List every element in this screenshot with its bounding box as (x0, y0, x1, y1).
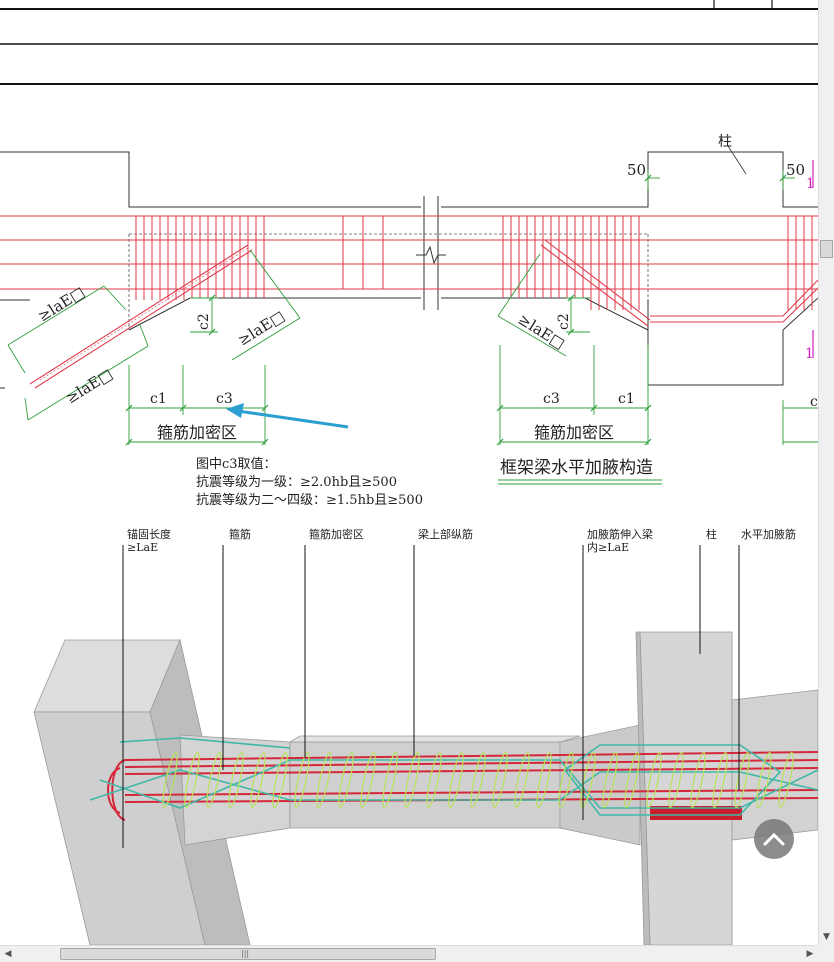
callout-stirrup-zone: 箍筋加密区 (309, 527, 364, 541)
iso-stirrup (404, 751, 420, 809)
horizontal-scroll-thumb[interactable]: ||| (60, 948, 436, 960)
plan-longitudinal-rebars (0, 215, 818, 389)
iso-callout-labels: 锚固长度 ≥LaE 箍筋 箍筋加密区 梁上部纵筋 加腋筋伸入梁 内≥LaE 柱 … (127, 527, 796, 554)
iso-stirrup (690, 751, 706, 809)
dim-50-right: 50 (786, 161, 805, 179)
scroll-left-arrow-icon[interactable]: ◀ (4, 949, 12, 959)
anchor-label-center-left: ≥laE□ (235, 307, 288, 350)
drawing-viewport: 50 50 柱 1 1 c1 c3 c3 c1 c c2 c2 ≥laE□ ≥l… (0, 0, 818, 945)
iso-stirrup (294, 751, 310, 809)
zone-label-left: 箍筋加密区 (157, 423, 237, 442)
plan-dimension-lines (7, 170, 818, 445)
callout-stirrup: 箍筋 (229, 527, 251, 541)
dimension-ticks (125, 174, 787, 446)
dim-50-left: 50 (627, 161, 646, 179)
dim-c1-left: c1 (150, 391, 167, 407)
iso-stirrup (514, 751, 530, 809)
callout-column: 柱 (706, 527, 717, 541)
scroll-right-arrow-icon[interactable]: ▶ (806, 949, 814, 959)
iso-stirrup (338, 751, 354, 809)
iso-stirrup (162, 751, 178, 809)
iso-stirrup (316, 751, 332, 809)
column-label: 柱 (718, 134, 732, 150)
iso-callout-leaders (122, 545, 740, 848)
iso-stirrup (492, 751, 508, 809)
break-symbol (416, 245, 446, 265)
plan-labels: 50 50 柱 1 1 c1 c3 c3 c1 c c2 c2 ≥laE□ ≥l… (35, 134, 818, 508)
iso-stirrup (558, 751, 574, 809)
annotation-arrow (226, 403, 349, 429)
anchor-label-left-lower: ≥laE□ (63, 365, 116, 408)
iso-stirrup (668, 751, 684, 809)
iso-stirrup (250, 751, 266, 809)
dim-c1-right: c1 (618, 391, 635, 407)
detail-title: 框架梁水平加腋构造 (500, 458, 653, 478)
callout-anchorage-length-value: ≥LaE (127, 541, 158, 554)
iso-stirrup (624, 751, 640, 809)
dim-c2-right: c2 (556, 313, 572, 330)
callout-haunch-into-beam-value: 内≥LaE (587, 540, 629, 554)
dim-c-far: c (810, 394, 818, 410)
column-leader (727, 145, 747, 175)
zone-label-right: 箍筋加密区 (534, 423, 614, 442)
dim-c3-left: c3 (216, 391, 233, 407)
plan-stirrups (135, 216, 813, 310)
iso-stirrup (426, 751, 442, 809)
note-line-3: 抗震等级为二～四级：≥1.5hb且≥500 (196, 492, 423, 508)
callout-horizontal-haunch: 水平加腋筋 (741, 527, 796, 541)
iso-stirrup (734, 751, 750, 809)
iso-stirrup (580, 751, 596, 809)
callout-haunch-into-beam: 加腋筋伸入梁 (587, 527, 653, 541)
scrollbar-corner (818, 945, 834, 962)
iso-stirrup (646, 751, 662, 809)
iso-stirrup (184, 751, 200, 809)
note-line-1: 图中c3取值： (196, 456, 277, 472)
iso-stirrup (272, 751, 288, 809)
iso-stirrups (162, 751, 794, 809)
plan-concrete-outline (0, 151, 818, 389)
iso-stirrup (470, 751, 486, 809)
title-block-frame (0, 0, 818, 85)
chevron-up-icon (763, 832, 785, 846)
dim-c3-right: c3 (543, 391, 560, 407)
iso-stirrup (382, 751, 398, 809)
scroll-down-arrow-icon[interactable]: ▼ (823, 932, 830, 942)
iso-stirrup (712, 751, 728, 809)
iso-stirrup (360, 751, 376, 809)
iso-stirrup (206, 751, 222, 809)
magenta-mark-1: 1 (806, 176, 815, 192)
iso-stirrup (228, 751, 244, 809)
iso-stirrup (448, 751, 464, 809)
scroll-to-top-button[interactable] (754, 819, 794, 859)
title-underline (498, 479, 662, 485)
iso-stirrup (602, 751, 618, 809)
note-line-2: 抗震等级为一级：≥2.0hb且≥500 (196, 474, 397, 490)
drawing-canvas: 50 50 柱 1 1 c1 c3 c3 c1 c c2 c2 ≥laE□ ≥l… (0, 0, 818, 945)
iso-stirrup (756, 751, 772, 809)
magenta-mark-2: 1 (805, 346, 814, 362)
iso-stirrup (778, 751, 794, 809)
callout-anchorage-length: 锚固长度 (127, 527, 171, 541)
dim-c2-left: c2 (196, 313, 212, 330)
vertical-scroll-thumb[interactable] (820, 240, 833, 258)
callout-top-longitudinal: 梁上部纵筋 (418, 527, 473, 541)
iso-stirrup (536, 751, 552, 809)
scroll-grip: ||| (241, 949, 250, 958)
vertical-scrollbar[interactable]: ▼ (818, 0, 834, 945)
horizontal-scrollbar[interactable]: ◀ ||| ▶ (0, 945, 818, 962)
